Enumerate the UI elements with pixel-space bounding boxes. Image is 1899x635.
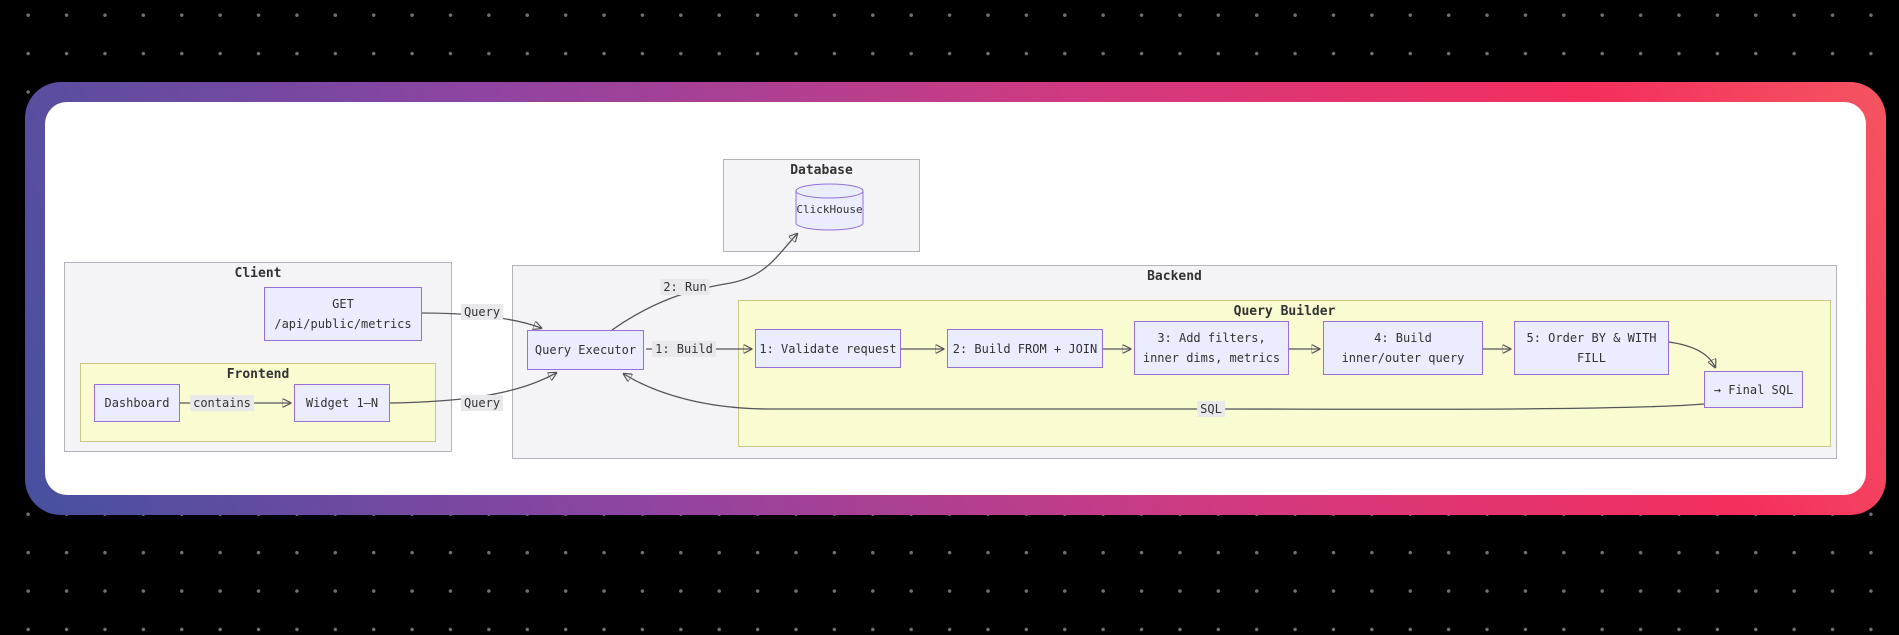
edge-get-to-executor — [421, 312, 541, 328]
edge-final-sql-to-executor — [624, 374, 1705, 410]
edge-widget-to-executor — [389, 373, 556, 404]
edge-step5-to-final-sql — [1668, 341, 1715, 367]
edge-executor-to-clickhouse — [611, 234, 797, 331]
